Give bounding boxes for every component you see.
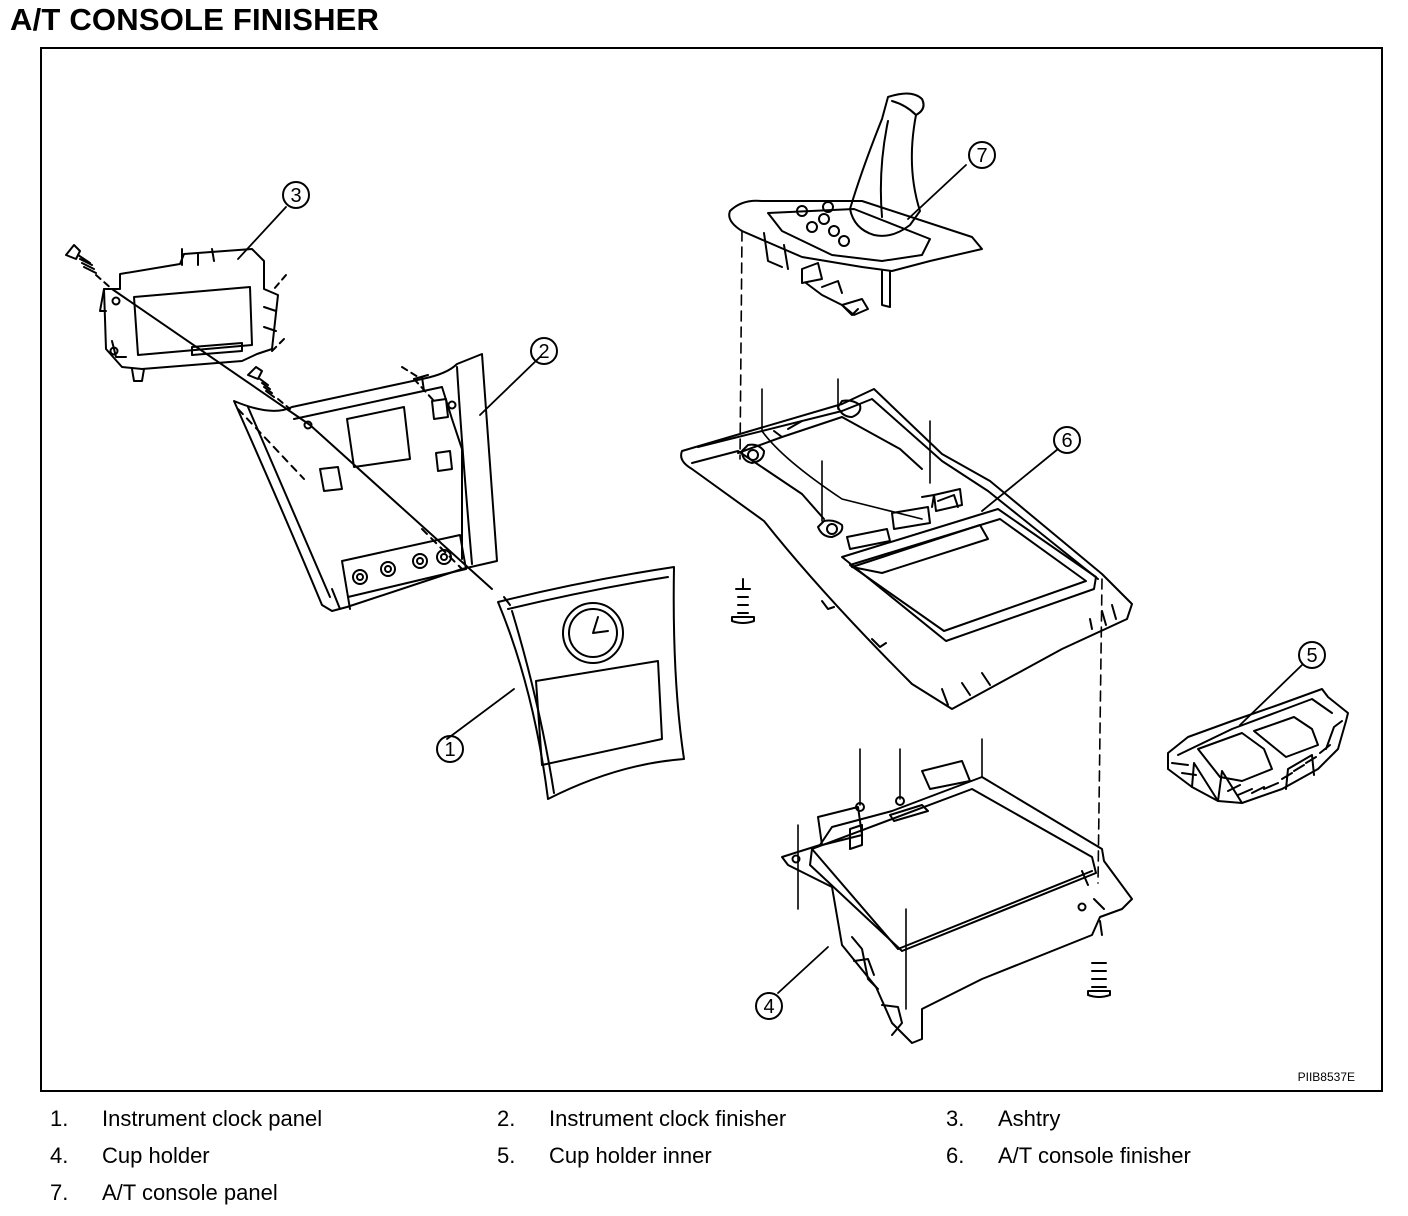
legend-number: 1. xyxy=(50,1106,69,1131)
callout-5-number: 5 xyxy=(1306,645,1317,667)
legend-number: 5. xyxy=(497,1143,516,1168)
legend-number: 4. xyxy=(50,1143,69,1168)
legend-label: A/T console finisher xyxy=(998,1143,1191,1168)
legend-label: Cup holder inner xyxy=(549,1143,712,1168)
callout-6: 6 xyxy=(1053,426,1081,454)
ashtry-part xyxy=(65,244,287,382)
legend-label: Instrument clock panel xyxy=(102,1106,323,1131)
instrument-clock-panel-part xyxy=(497,566,685,800)
legend-label: Instrument clock finisher xyxy=(549,1106,787,1131)
callout-leaders xyxy=(237,164,1303,994)
callout-4-number: 4 xyxy=(763,996,774,1018)
at-console-panel-part xyxy=(728,92,983,460)
instrument-clock-finisher-part xyxy=(111,288,498,612)
callout-2: 2 xyxy=(530,337,558,365)
legend-number: 3. xyxy=(946,1106,965,1131)
figure-id: PIIB8537E xyxy=(1297,1070,1355,1084)
callout-2-number: 2 xyxy=(538,341,549,363)
legend-label: Ashtry xyxy=(998,1106,1061,1131)
cup-holder-inner-part xyxy=(1167,688,1349,804)
callout-3: 3 xyxy=(282,181,310,209)
exploded-view-diagram: 3 2 1 7 6 5 4 xyxy=(65,92,1349,1044)
legend-label: A/T console panel xyxy=(102,1180,278,1205)
diagram-frame: 3 2 1 7 6 5 4 PIIB8537E xyxy=(40,47,1383,1092)
callout-1: 1 xyxy=(436,735,464,763)
callout-7-number: 7 xyxy=(976,145,987,167)
callout-7: 7 xyxy=(968,141,996,169)
cup-holder-part xyxy=(781,738,1133,1044)
callout-5: 5 xyxy=(1298,641,1326,669)
legend-number: 2. xyxy=(497,1106,516,1131)
callout-3-number: 3 xyxy=(290,185,301,207)
callout-1-number: 1 xyxy=(444,739,455,761)
callout-6-number: 6 xyxy=(1061,430,1072,452)
parts-legend: 1. Instrument clock panel 2. Instrument … xyxy=(0,1102,1408,1212)
at-console-finisher-part xyxy=(680,378,1133,998)
callout-4: 4 xyxy=(755,992,783,1020)
page-title: A/T CONSOLE FINISHER xyxy=(10,2,380,37)
legend-label: Cup holder xyxy=(102,1143,210,1168)
legend-number: 7. xyxy=(50,1180,69,1205)
legend-number: 6. xyxy=(946,1143,965,1168)
